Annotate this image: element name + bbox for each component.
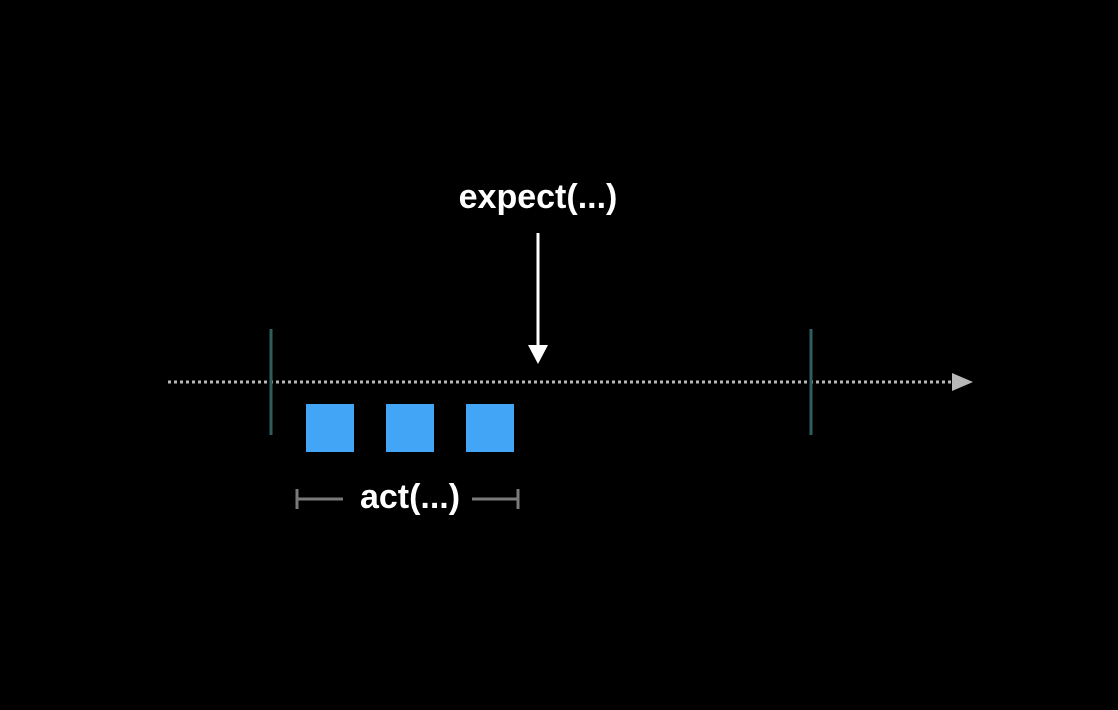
act-label: act(...) (360, 478, 460, 516)
event-box-1 (306, 404, 354, 452)
event-box-3 (466, 404, 514, 452)
expect-label: expect(...) (459, 178, 618, 216)
event-box-2 (386, 404, 434, 452)
timeline-arrowhead (952, 373, 973, 391)
expect-arrowhead (528, 345, 548, 364)
